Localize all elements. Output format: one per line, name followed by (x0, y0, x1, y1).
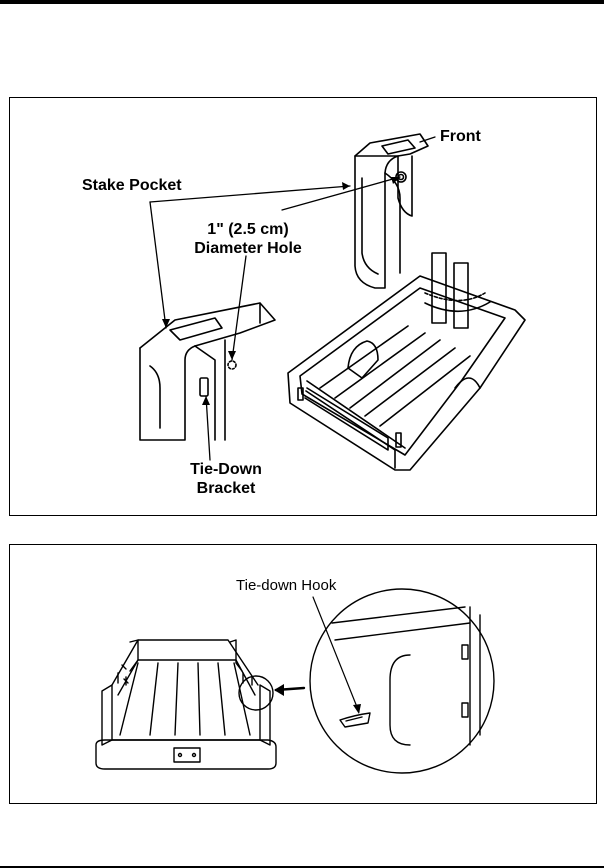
hook-leader-line (312, 596, 360, 713)
callout-leader-lines (149, 136, 436, 461)
magnified-detail (309, 588, 495, 774)
truck-bed-drawing (287, 252, 526, 471)
top-rule (0, 0, 604, 4)
tie-down-bracket-line2: Bracket (196, 480, 256, 497)
bottom-rule (0, 866, 604, 868)
diameter-hole-label: 1" (2.5 cm) Diameter Hole (182, 220, 314, 258)
hook-leader-arrowhead (353, 704, 361, 714)
front-label: Front (440, 128, 481, 145)
stake-pocket-label: Stake Pocket (82, 177, 182, 194)
front-stake-pocket-drawing (354, 133, 429, 289)
tie-down-hook-illustration (95, 588, 495, 774)
diameter-hole-line2: Diameter Hole (194, 240, 302, 257)
callout-arrowheads (162, 177, 400, 405)
rear-stake-pocket-drawing (139, 302, 276, 441)
tie-down-hook-label: Tie-down Hook (236, 577, 337, 594)
stake-pocket-figure: Front Stake Pocket 1" (2.5 cm) Diameter … (9, 97, 597, 516)
tie-down-bracket-label: Tie-Down Bracket (178, 460, 274, 498)
tie-down-hook-figure: Tie-down Hook (9, 544, 597, 804)
magnify-arrow (274, 684, 306, 696)
diameter-hole-line1: 1" (2.5 cm) (207, 221, 289, 238)
truck-bed-rear-view (95, 639, 277, 770)
tie-down-bracket-line1: Tie-Down (190, 461, 262, 478)
stake-pocket-illustration (139, 133, 526, 471)
